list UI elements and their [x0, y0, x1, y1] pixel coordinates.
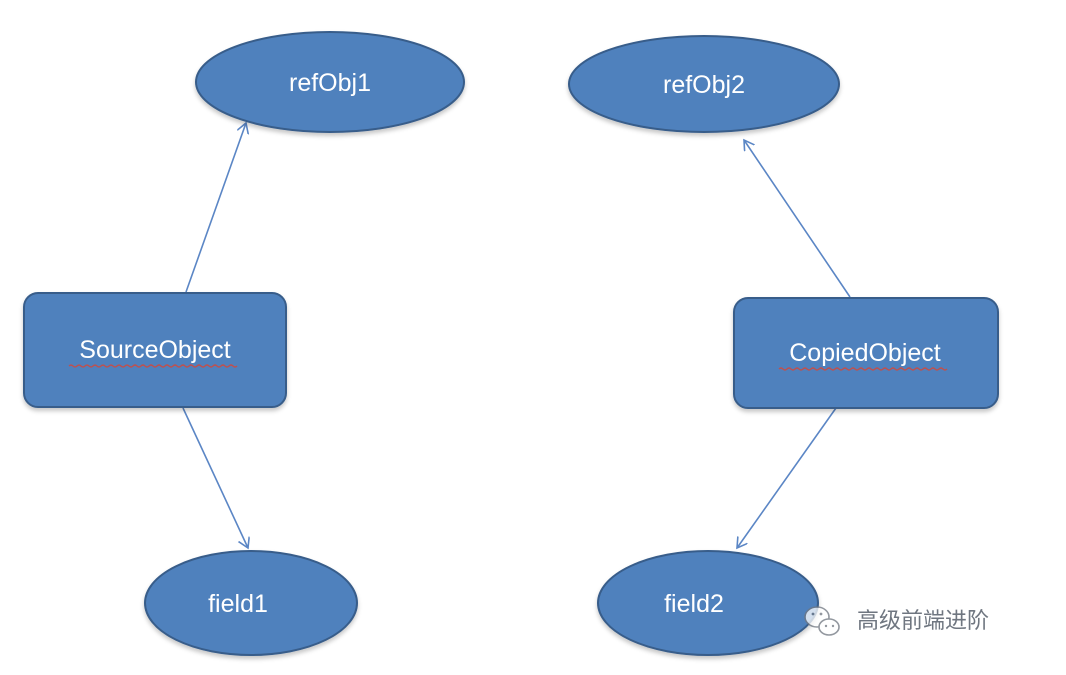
spellcheck-underline — [778, 367, 948, 371]
edge-copied-to-refobj2 — [744, 140, 851, 298]
node-sourceobject-label: SourceObject — [79, 336, 231, 364]
node-field2-label: field2 — [664, 590, 724, 618]
node-copiedobject-label: CopiedObject — [789, 339, 941, 367]
node-refobj1: refObj1 — [195, 31, 465, 133]
watermark: 高级前端进阶 — [804, 606, 989, 636]
node-refobj1-label: refObj1 — [289, 69, 371, 97]
edge-copied-to-field2 — [737, 407, 837, 548]
node-sourceobject: SourceObject — [23, 292, 287, 408]
watermark-text: 高级前端进阶 — [857, 609, 989, 634]
edge-source-to-refobj1 — [185, 123, 246, 293]
node-refobj2-label: refObj2 — [663, 71, 745, 99]
node-copiedobject: CopiedObject — [733, 297, 999, 409]
node-field2: field2 — [597, 550, 819, 656]
edge-source-to-field1 — [182, 407, 248, 548]
node-field1-label: field1 — [208, 590, 268, 618]
wechat-icon — [804, 606, 840, 636]
node-refobj2: refObj2 — [568, 35, 840, 133]
spellcheck-underline — [68, 364, 238, 368]
node-field1: field1 — [144, 550, 358, 656]
